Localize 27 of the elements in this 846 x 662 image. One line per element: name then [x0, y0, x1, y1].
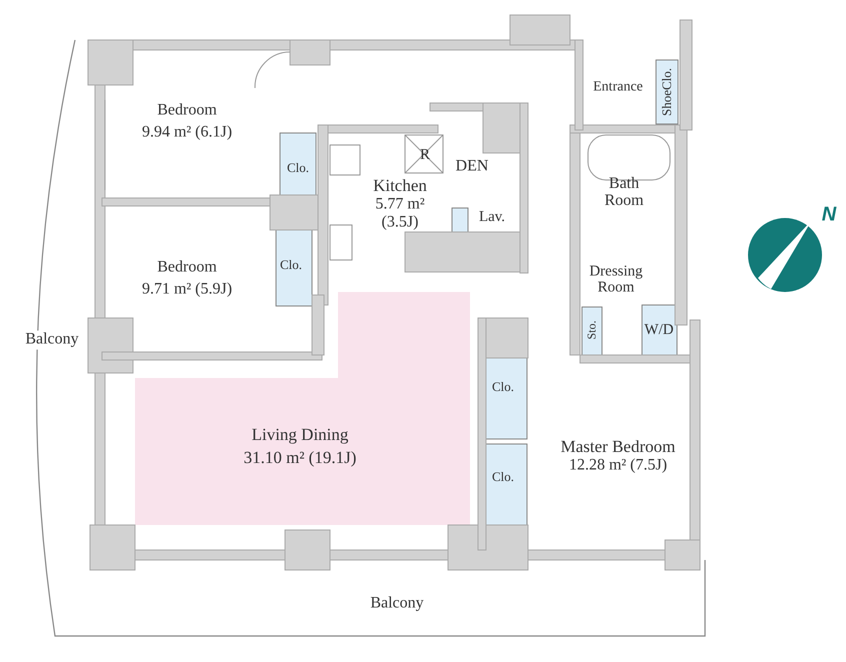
room-label: Living Dining	[252, 426, 348, 444]
room-label: Kitchen	[373, 177, 427, 195]
area-label: (3.5J)	[382, 214, 418, 232]
room-label: Bedroom	[157, 102, 217, 120]
room-label: DEN	[456, 158, 488, 176]
balcony-label: Balcony	[23, 330, 81, 350]
room-label: Lav.	[478, 210, 506, 226]
north-label: N	[822, 204, 836, 226]
area-label: 9.94 m² (6.1J)	[142, 124, 232, 142]
room-label: Master Bedroom	[560, 438, 676, 456]
room-label: Bedroom	[157, 260, 217, 276]
closet-label: ShoeClo.	[660, 68, 674, 116]
closet-label: Clo.	[280, 258, 302, 272]
refrigerator-label: R	[420, 148, 430, 164]
room-label: Entrance	[593, 80, 643, 96]
area-label: 9.71 m² (5.9J)	[142, 282, 232, 298]
area-label: 12.28 m² (7.5J)	[568, 458, 668, 474]
closet-label: Clo.	[492, 470, 514, 484]
room-label: Bath Room	[603, 176, 645, 210]
room-label: Dressing Room	[588, 264, 644, 296]
area-label: 31.10 m² (19.1J)	[244, 449, 356, 467]
area-label: 5.77 m²	[375, 196, 425, 214]
closet-label: Sto.	[586, 320, 598, 340]
room-label: W/D	[644, 323, 674, 339]
closet-label: Clo.	[492, 380, 514, 394]
closet-label: Clo.	[286, 161, 310, 175]
balcony-label: Balcony	[370, 596, 424, 612]
